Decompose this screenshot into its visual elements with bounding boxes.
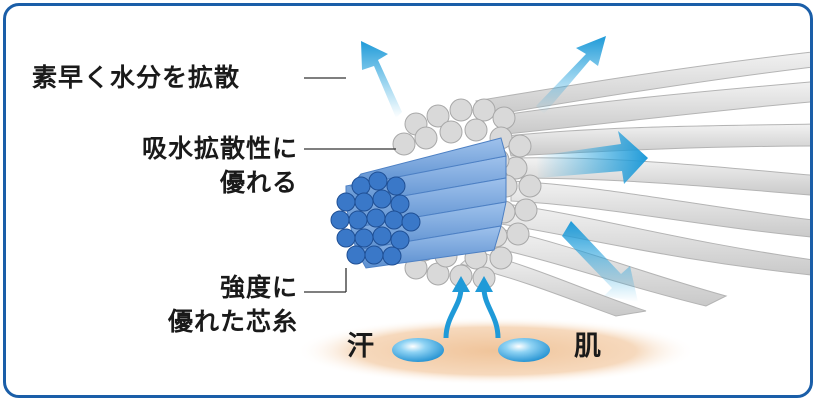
leader-lines: [304, 77, 396, 293]
sweat-drop-right: [498, 338, 550, 362]
label-skin: 肌: [574, 331, 601, 362]
diffusion-arrows: [361, 36, 648, 302]
fiber-illustration: [296, 36, 810, 385]
label-core-line2: 優れた芯糸: [167, 307, 298, 336]
label-absorb-diffuse: 吸水拡散性に 優れる: [78, 132, 298, 200]
arrow-up-right: [536, 36, 606, 114]
skin-area: [296, 317, 696, 385]
absorption-arrows: [443, 287, 501, 339]
label-core-yarn: 強度に 優れた芯糸: [58, 271, 298, 339]
label-sweat: 汗: [347, 331, 374, 362]
sweat-drop-left: [392, 338, 444, 362]
label-quick-diffuse: 素早く水分を拡散: [32, 63, 241, 92]
outer-strands: [459, 51, 810, 317]
label-absorb-line1: 吸水拡散性に: [141, 134, 298, 163]
arrow-right: [536, 131, 648, 184]
core-fiber-bundle: [330, 171, 421, 266]
arrow-up-left: [361, 41, 402, 118]
arrow-down-right: [562, 221, 638, 302]
diagram-frame: 素早く水分を拡散 吸水拡散性に 優れる 強度に 優れた芯糸 汗 肌: [3, 3, 813, 398]
label-absorb-line2: 優れる: [219, 168, 298, 197]
label-core-line1: 強度に: [219, 273, 298, 302]
